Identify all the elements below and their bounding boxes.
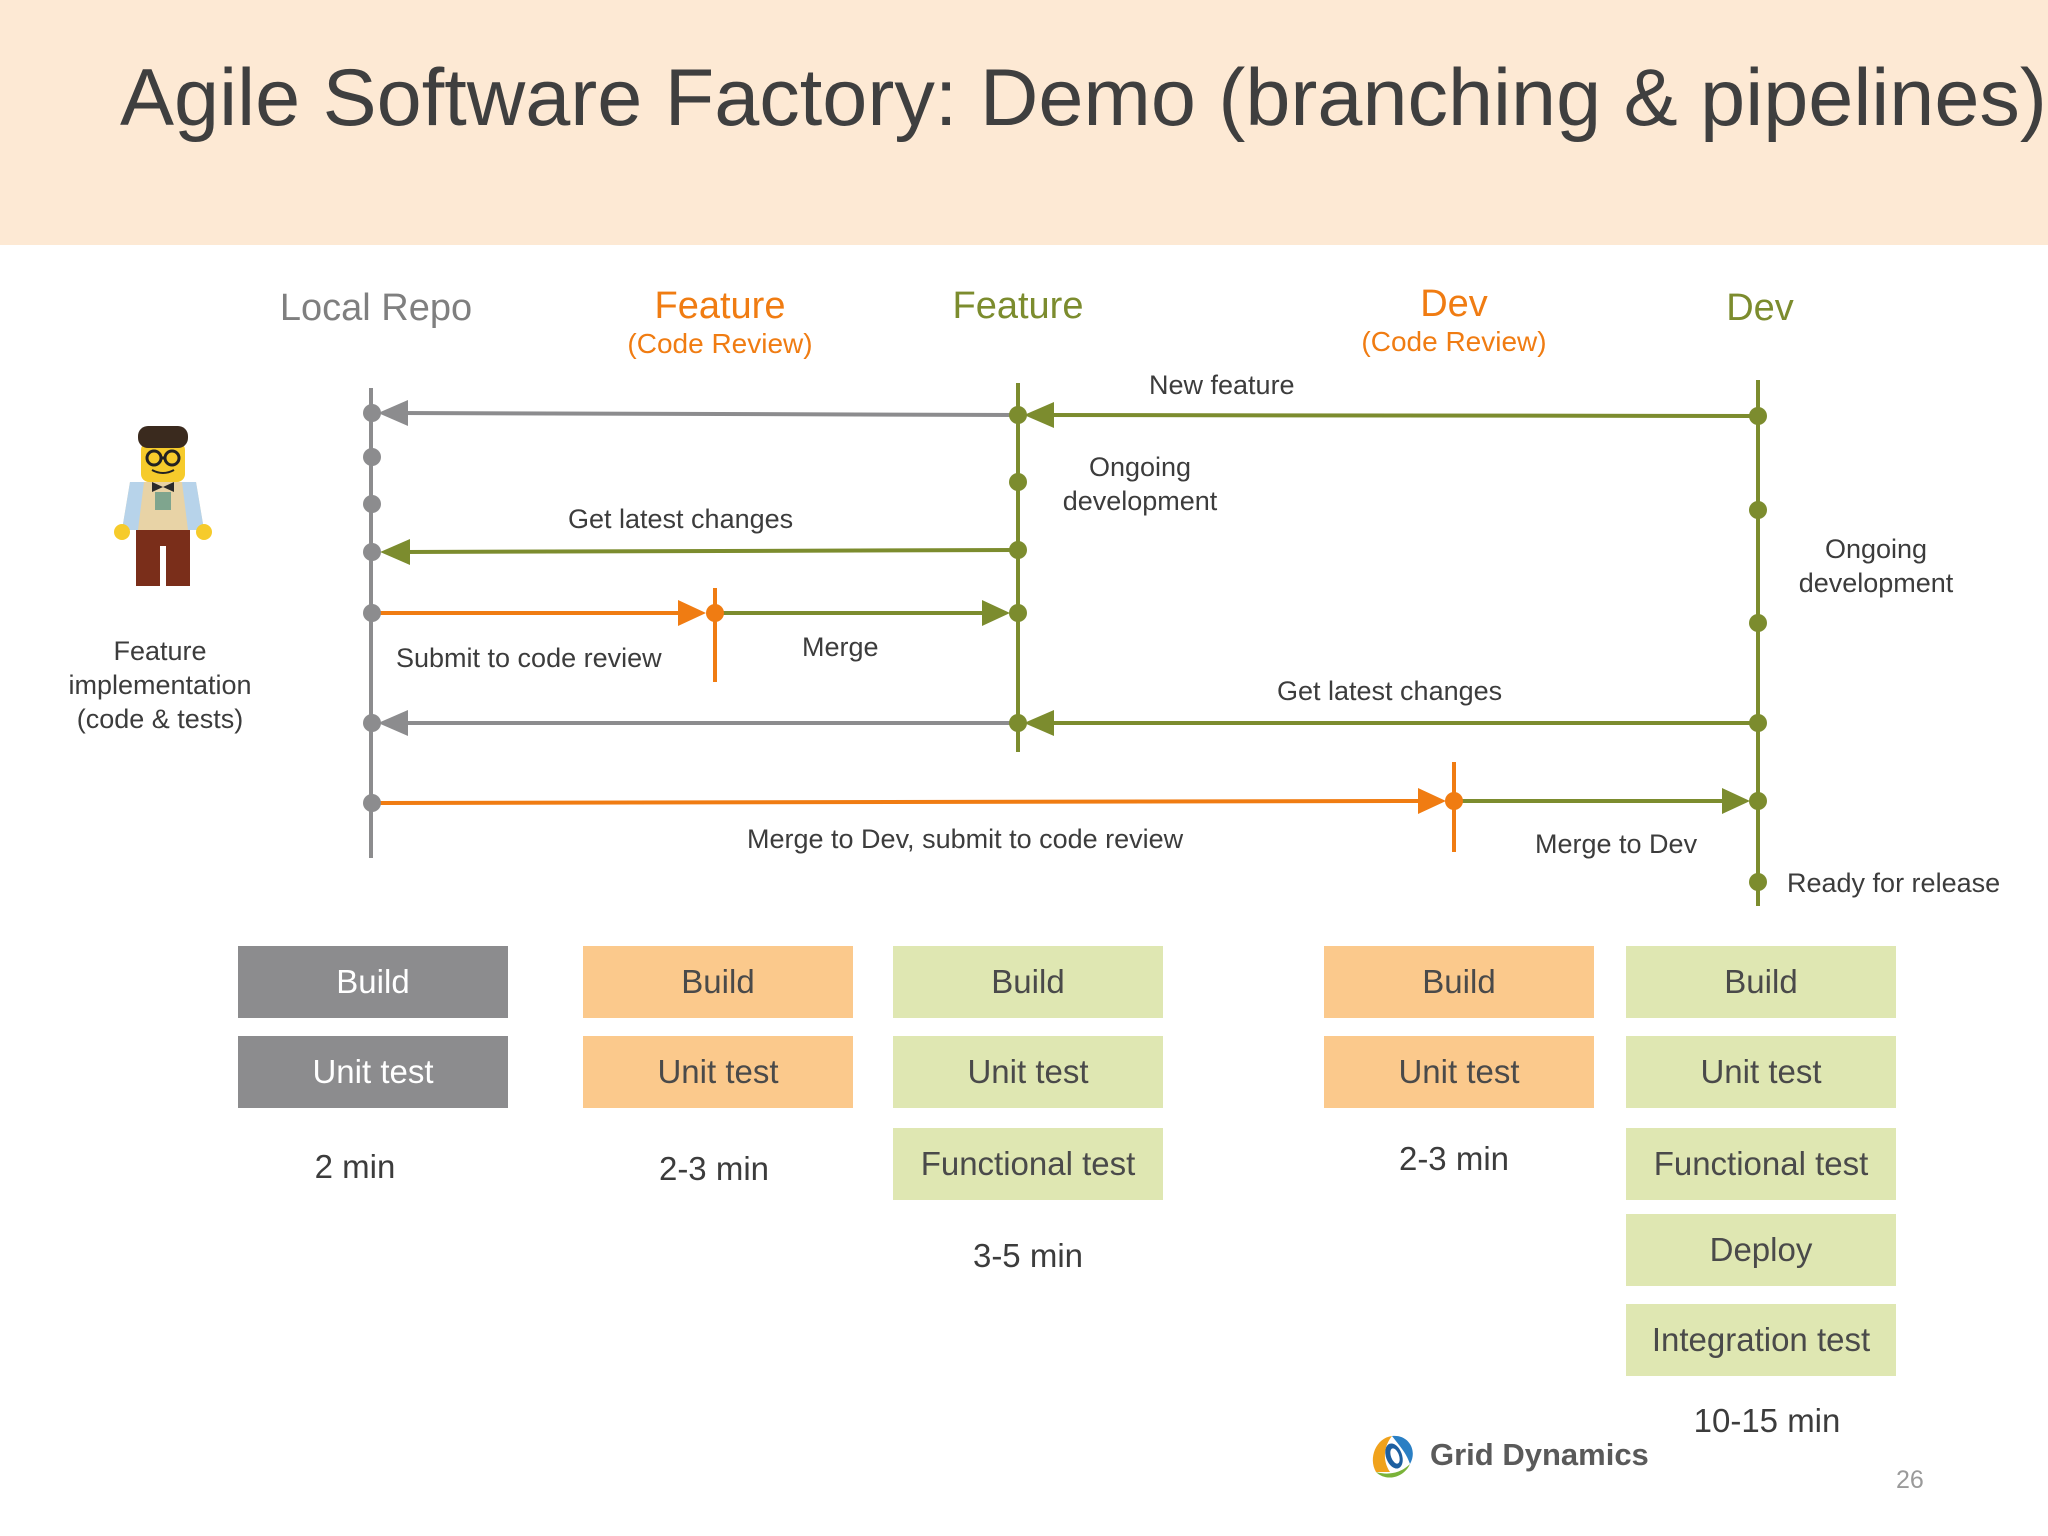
pipeline-duration: 2-3 min: [658, 1150, 770, 1187]
pipeline-step-build: Build: [1324, 946, 1594, 1018]
arrowhead: [378, 710, 408, 736]
ongoing-development-dev-label: Ongoing development: [1776, 532, 1976, 600]
commit-dot: [1009, 406, 1027, 424]
column-title: Local Repo: [279, 287, 473, 329]
commit-dot: [1749, 873, 1767, 891]
commit-dot: [1009, 604, 1027, 622]
pipeline-step-deploy: Deploy: [1626, 1214, 1896, 1286]
commit-dot: [1009, 714, 1027, 732]
arrowhead: [1722, 788, 1750, 814]
feature-implementation-label: Feature implementation (code & tests): [60, 634, 260, 736]
commit-dot: [363, 714, 381, 732]
commit-dot: [1445, 792, 1463, 810]
commit-dot: [363, 448, 381, 466]
column-header-feature: Feature: [878, 284, 1158, 328]
commit-dot: [1749, 714, 1767, 732]
commit-dot: [1749, 792, 1767, 810]
logo-text: Grid Dynamics: [1430, 1437, 1649, 1472]
label-line: implementation: [68, 670, 252, 700]
grid-dynamics-logo-icon: [1372, 1435, 1413, 1478]
arrowhead: [380, 539, 410, 565]
pipeline-step-unit-test: Unit test: [238, 1036, 508, 1108]
arrowhead: [678, 600, 706, 626]
commit-dot: [1749, 407, 1767, 425]
label-line: development: [1062, 486, 1218, 516]
merge-to-dev-submit-label: Merge to Dev, submit to code review: [747, 824, 1184, 854]
arrowhead: [1024, 402, 1054, 428]
label-line: Ongoing: [1088, 452, 1192, 482]
label-line: (code & tests): [76, 704, 244, 734]
merge-to-dev-label: Merge to Dev: [1535, 829, 1698, 859]
arrowhead: [378, 400, 408, 426]
column-header-dev-code-review: Dev (Code Review): [1314, 282, 1594, 358]
column-header-local-repo: Local Repo: [236, 286, 516, 330]
column-subtitle: (Code Review): [627, 328, 813, 359]
pipeline-step-functional-test: Functional test: [1626, 1128, 1896, 1200]
pipeline-duration: 10-15 min: [1693, 1402, 1841, 1439]
arrow-merge-to-dev-submit: [372, 799, 1421, 805]
commit-dot: [1009, 541, 1027, 559]
arrow-get-latest-1: [403, 548, 1017, 554]
pipeline-step-integration-test: Integration test: [1626, 1304, 1896, 1376]
ready-for-release-label: Ready for release: [1787, 868, 2001, 898]
pipeline-step-build: Build: [1626, 946, 1896, 1018]
get-latest-changes-label-1: Get latest changes: [568, 504, 794, 534]
pipeline-step-functional-test: Functional test: [893, 1128, 1163, 1200]
commit-dot: [363, 404, 381, 422]
pipeline-step-unit-test: Unit test: [1626, 1036, 1896, 1108]
pipeline-step-build: Build: [238, 946, 508, 1018]
ongoing-development-feature-label: Ongoing development: [1040, 450, 1240, 518]
commit-dot: [1009, 473, 1027, 491]
pipeline-step-unit-test: Unit test: [1324, 1036, 1594, 1108]
new-feature-label: New feature: [1149, 370, 1295, 400]
grid-dynamics-logo: Grid Dynamics: [1366, 1428, 1649, 1482]
arrow-feature-to-local: [399, 411, 1017, 417]
commit-dot: [1749, 614, 1767, 632]
submit-to-code-review-label: Submit to code review: [396, 643, 662, 673]
label-line: Feature: [113, 636, 207, 666]
column-title: Feature: [654, 285, 786, 327]
pipeline-duration: 3-5 min: [972, 1237, 1084, 1274]
lego-figure-icon: [114, 426, 212, 586]
commit-dot: [1749, 501, 1767, 519]
commit-dot: [706, 604, 724, 622]
pipeline-step-build: Build: [583, 946, 853, 1018]
commit-dot: [363, 495, 381, 513]
column-header-feature-code-review: Feature (Code Review): [580, 284, 860, 360]
pipeline-duration: 2 min: [314, 1148, 396, 1185]
pipeline-step-unit-test: Unit test: [583, 1036, 853, 1108]
commit-dot: [363, 794, 381, 812]
arrowhead: [1418, 788, 1446, 814]
page-title: Agile Software Factory: Demo (branching …: [120, 53, 2047, 143]
column-title: Dev: [1420, 283, 1488, 325]
label-line: Ongoing: [1824, 534, 1928, 564]
commit-dot: [363, 543, 381, 561]
column-header-dev: Dev: [1620, 286, 1900, 330]
merge-label: Merge: [802, 632, 879, 662]
label-line: development: [1798, 568, 1954, 598]
arrowhead: [982, 600, 1010, 626]
column-title: Dev: [1726, 287, 1794, 329]
arrow-new-feature: [1047, 413, 1757, 418]
title-banner: [0, 0, 2048, 245]
column-title: Feature: [952, 285, 1084, 327]
column-subtitle: (Code Review): [1361, 326, 1547, 357]
page-number: 26: [1896, 1466, 1924, 1494]
pipeline-step-build: Build: [893, 946, 1163, 1018]
arrowhead: [1024, 710, 1054, 736]
get-latest-changes-label-2: Get latest changes: [1277, 676, 1503, 706]
pipeline-duration: 2-3 min: [1398, 1140, 1510, 1177]
pipeline-step-unit-test: Unit test: [893, 1036, 1163, 1108]
commit-dot: [363, 604, 381, 622]
